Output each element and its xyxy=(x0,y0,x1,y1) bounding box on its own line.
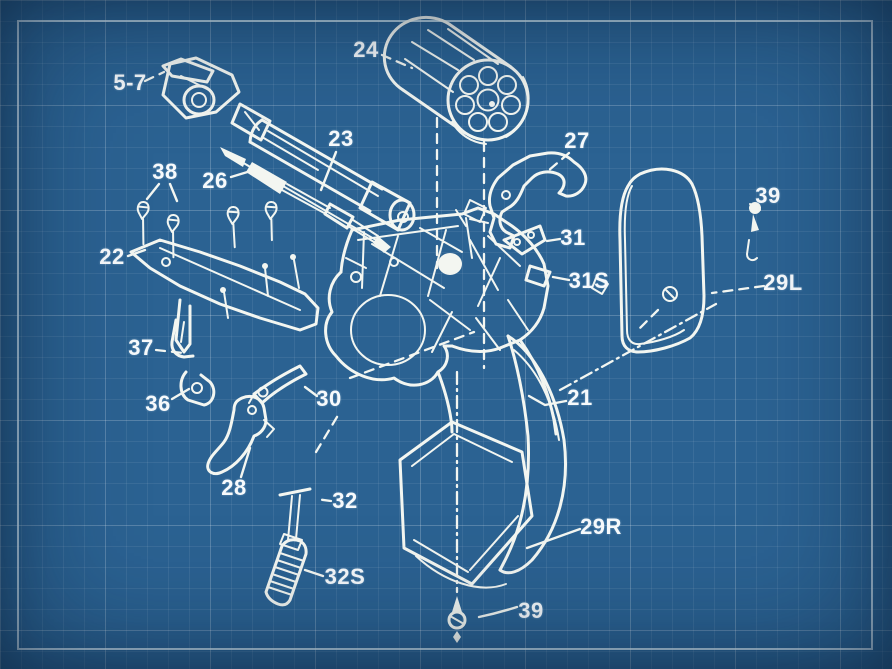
bolt-parts xyxy=(502,224,609,295)
grip-left-panel xyxy=(618,167,706,354)
clip-part xyxy=(179,370,216,407)
grip-right-panel xyxy=(498,334,568,575)
grip-frame-part xyxy=(398,420,534,589)
barrel-mid-segment xyxy=(230,102,272,142)
leader-lines xyxy=(126,53,766,619)
screw-39-top xyxy=(746,202,761,262)
sideplate-screws xyxy=(136,201,278,259)
barrel-front-part xyxy=(161,56,241,120)
mainspring-part xyxy=(264,533,308,607)
trigger-part xyxy=(206,394,275,476)
cylinder-part xyxy=(382,15,530,145)
sideplate-part xyxy=(129,238,320,354)
strut-part xyxy=(278,487,312,541)
screw-39-bottom xyxy=(447,596,467,643)
frame-part xyxy=(324,206,558,436)
alignment-centerlines xyxy=(314,116,718,594)
barrel-part xyxy=(248,118,416,232)
